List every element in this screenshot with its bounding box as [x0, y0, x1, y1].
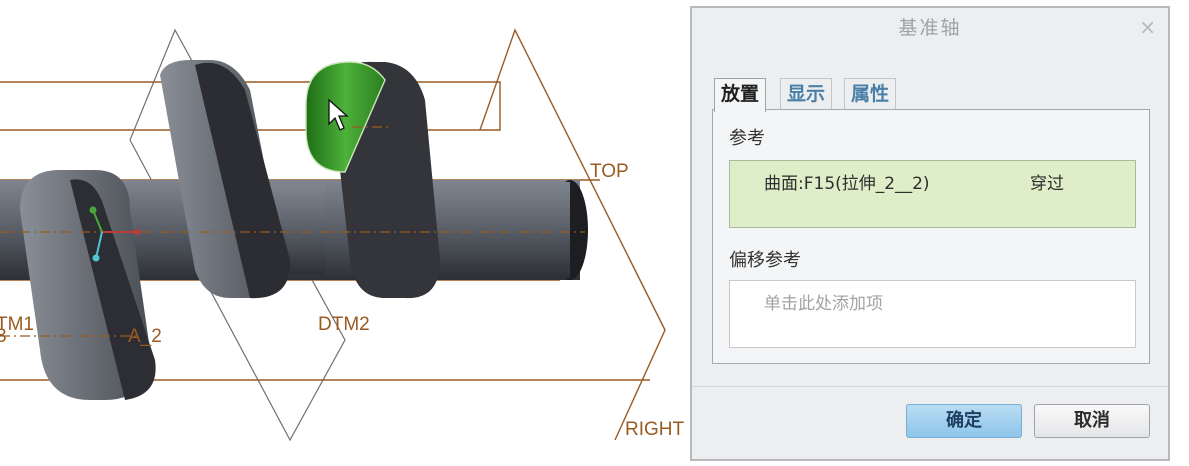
offset-references-placeholder[interactable]: 单击此处添加项 [764, 294, 883, 314]
crank-web-middle[interactable] [160, 60, 291, 299]
close-icon[interactable]: × [1139, 15, 1156, 39]
datum-label-cut: 3 [0, 326, 7, 347]
datum-label-right: RIGHT [625, 419, 685, 440]
placement-panel: 参考 曲面:F15(拉伸_2__2) 穿过 偏移参考 单击此处添加项 [712, 109, 1150, 364]
reference-surface-item[interactable]: 曲面:F15(拉伸_2__2) [764, 174, 930, 194]
ok-button[interactable]: 确定 [906, 404, 1022, 438]
axis-a2 [0, 126, 585, 337]
selected-surface-f15[interactable] [305, 61, 386, 173]
datum-label-top: TOP [590, 161, 629, 182]
dialog-title: 基准轴 [898, 17, 962, 39]
references-collector[interactable]: 曲面:F15(拉伸_2__2) 穿过 [729, 160, 1136, 228]
datum-label-axis: A_2 [128, 326, 162, 347]
offset-references-label: 偏移参考 [729, 250, 801, 271]
datum-label-dtm1: TM1 [0, 314, 34, 335]
tab-properties[interactable]: 属性 [844, 78, 897, 110]
reference-constraint-select[interactable]: 穿过 [1030, 174, 1064, 194]
coordinate-triad-icon [89, 206, 140, 262]
tab-display[interactable]: 显示 [780, 78, 833, 110]
references-label: 参考 [729, 128, 765, 149]
model-viewport[interactable]: TOP DTM2 RIGHT TM1 A_2 3 [0, 0, 690, 466]
datum-plane-dtm2[interactable] [129, 28, 346, 442]
offset-references-collector[interactable]: 单击此处添加项 [729, 280, 1136, 348]
crank-web-left[interactable] [20, 170, 156, 400]
mouse-pointer-icon [328, 98, 349, 131]
datum-axis-dialog: 基准轴 × 放置 显示 属性 参考 曲面:F15(拉伸_2__2) 穿过 偏移参… [690, 6, 1170, 461]
tab-placement[interactable]: 放置 [714, 78, 767, 112]
datum-label-dtm2: DTM2 [318, 314, 370, 335]
cancel-button[interactable]: 取消 [1034, 404, 1150, 438]
datum-plane-right[interactable] [479, 28, 666, 441]
dialog-divider [692, 386, 1168, 387]
crankshaft-model[interactable]: TOP DTM2 RIGHT TM1 A_2 3 [0, 0, 690, 466]
